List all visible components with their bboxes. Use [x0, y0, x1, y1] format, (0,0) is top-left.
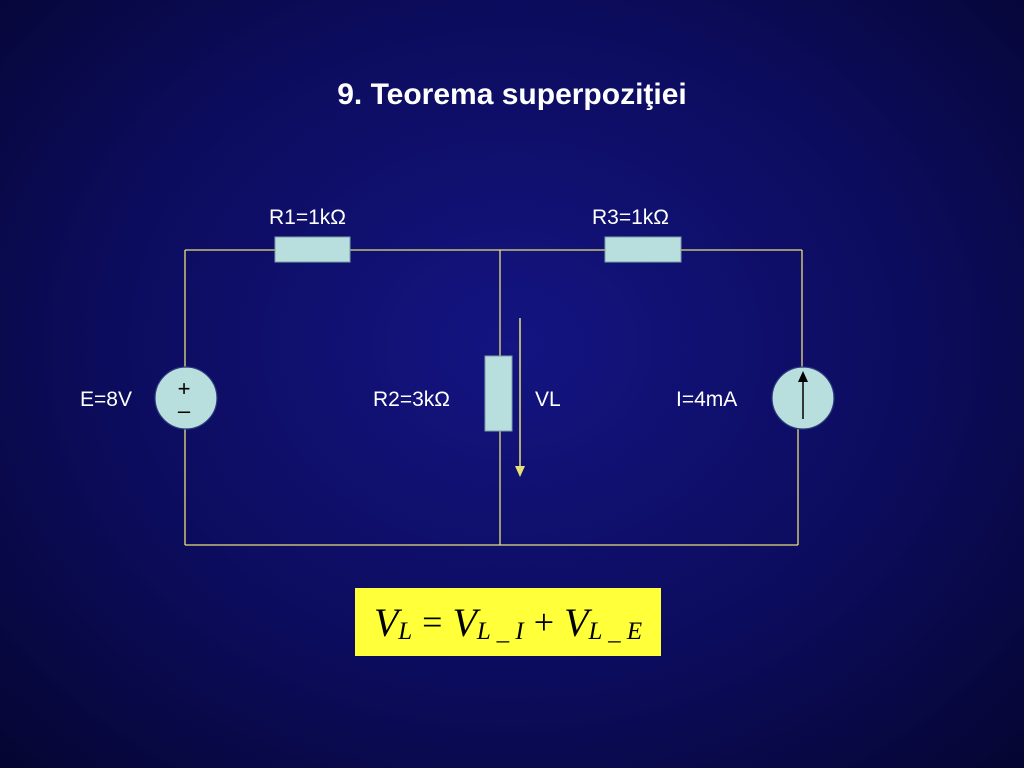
formula-lhs-sub: L — [398, 618, 413, 645]
formula-term1: V — [452, 599, 477, 645]
formula-term2-sub: L _ E — [588, 618, 643, 645]
voltage-source-plus: + — [178, 376, 191, 401]
formula-equals: = — [422, 602, 443, 642]
formula-term2: V — [564, 599, 589, 645]
r1-label: R1=1kΩ — [269, 206, 346, 229]
formula-term1-sub: L _ I — [476, 618, 524, 645]
formula-plus: + — [533, 602, 554, 642]
current-source — [771, 366, 835, 430]
slide-title: 9. Teorema superpoziţiei — [337, 78, 687, 111]
r3-label: R3=1kΩ — [592, 206, 669, 229]
r2-label: R2=3kΩ — [373, 388, 450, 411]
formula-lhs: V — [373, 599, 399, 645]
resistor-r1 — [274, 236, 351, 263]
resistor-r2 — [484, 355, 513, 432]
current-source-label: I=4mA — [676, 388, 737, 411]
load-voltage-arrow — [515, 318, 525, 477]
voltage-source: + – — [154, 366, 218, 430]
resistor-r3 — [604, 236, 682, 263]
load-voltage-label: VL — [535, 388, 561, 411]
voltage-source-label: E=8V — [80, 388, 132, 411]
voltage-source-minus: – — [178, 398, 191, 423]
